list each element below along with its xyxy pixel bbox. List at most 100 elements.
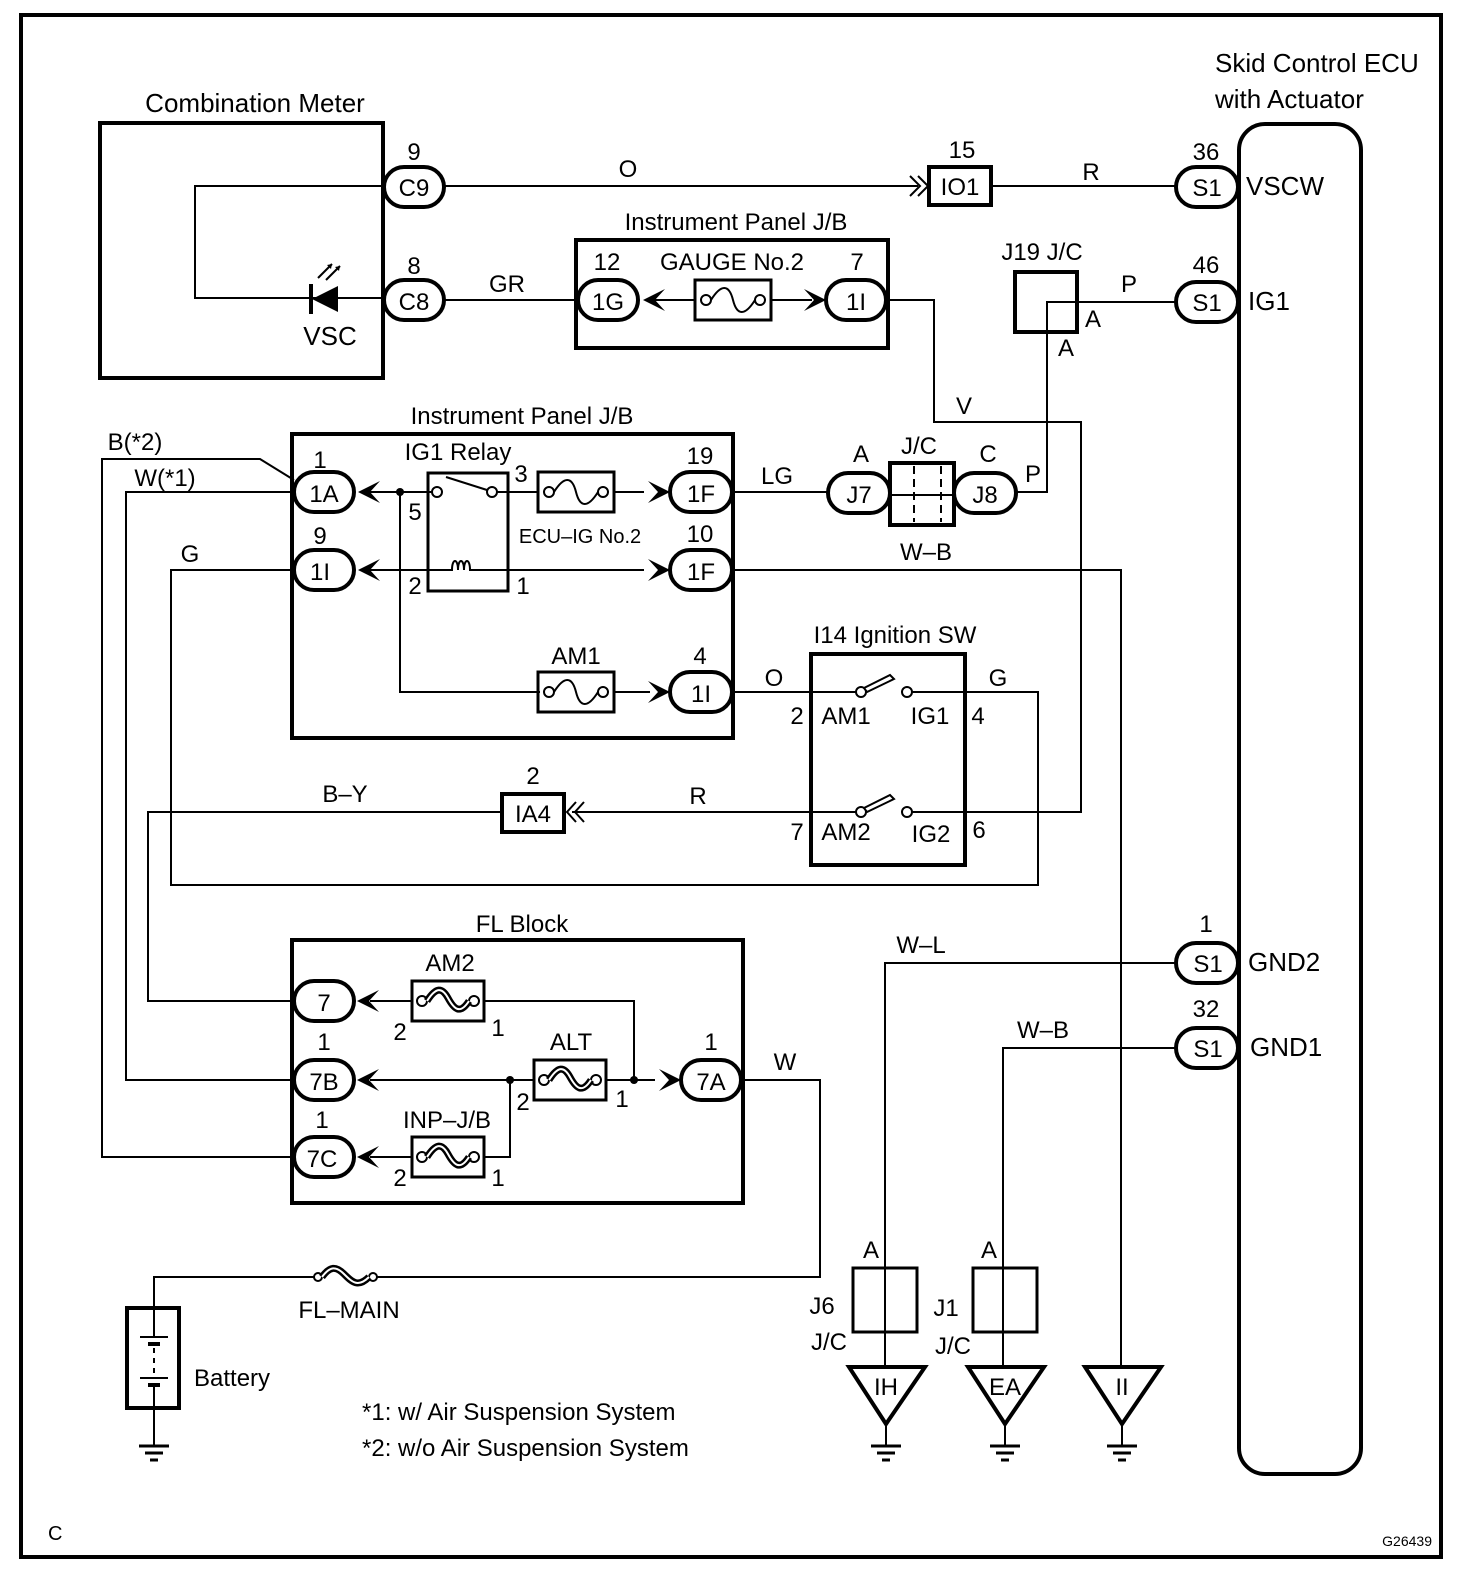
ecu-pin-gnd2: 1 S1 GND2 — [1174, 911, 1320, 985]
svg-text:W–B: W–B — [1017, 1017, 1069, 1044]
svg-text:7: 7 — [317, 990, 330, 1017]
fuse-fl-main-icon — [313, 1264, 378, 1287]
connector-ia4: 2 IA4 — [500, 763, 566, 834]
ip-jb-upper: Instrument Panel J/B 12 GAUGE No.2 7 1G … — [574, 209, 890, 350]
svg-text:S1: S1 — [1192, 175, 1221, 202]
svg-text:2: 2 — [790, 703, 803, 730]
svg-text:LG: LG — [761, 463, 793, 490]
fuse-alt-icon — [534, 1060, 606, 1100]
connector-1i-gauge: 1I — [824, 278, 888, 322]
svg-text:8: 8 — [407, 253, 420, 280]
svg-text:Instrument Panel J/B: Instrument Panel J/B — [411, 403, 634, 430]
svg-text:C8: C8 — [399, 289, 430, 316]
svg-text:J/C: J/C — [901, 433, 937, 460]
fuse-gauge-icon — [693, 278, 773, 322]
combination-meter-title: Combination Meter — [145, 88, 365, 118]
battery-label: Battery — [194, 1365, 270, 1392]
svg-text:4: 4 — [693, 643, 706, 670]
svg-text:10: 10 — [687, 521, 714, 548]
svg-text:AM2: AM2 — [821, 819, 870, 846]
ip-jb-lower: Instrument Panel J/B IG1 Relay 1 1A 9 1I… — [290, 403, 735, 740]
connector-1a: 1A — [292, 470, 356, 514]
svg-text:B(*2): B(*2) — [108, 429, 163, 456]
svg-text:15: 15 — [949, 137, 976, 164]
svg-text:AM1: AM1 — [821, 703, 870, 730]
svg-text:9: 9 — [407, 139, 420, 166]
connector-c8: 8 C8 — [382, 253, 446, 322]
fuse-am2-label: AM2 — [425, 950, 474, 977]
svg-text:1I: 1I — [691, 681, 711, 708]
ig1-relay-icon — [426, 471, 510, 593]
ground-ih: A J6 J/C IH — [809, 1237, 929, 1462]
svg-text:A: A — [863, 1237, 879, 1264]
svg-text:7: 7 — [850, 249, 863, 276]
svg-text:5: 5 — [408, 499, 421, 526]
ecu-pin-vscw: 36 S1 VSCW — [1174, 139, 1324, 209]
led-icon — [309, 263, 341, 314]
connector-c9: 9 C9 — [382, 139, 446, 209]
svg-text:O: O — [619, 156, 638, 183]
svg-text:1I: 1I — [310, 559, 330, 586]
svg-text:3: 3 — [514, 461, 527, 488]
diagram-border — [19, 13, 1443, 1559]
svg-text:IG1: IG1 — [911, 703, 950, 730]
fuse-ecu-ig-icon — [536, 470, 616, 514]
fl-block: FL Block 7 AM2 2 1 1 7B ALT 2 1 1 7A — [290, 911, 745, 1205]
svg-text:O: O — [765, 665, 784, 692]
svg-text:1A: 1A — [309, 481, 338, 508]
svg-text:R: R — [1082, 159, 1099, 186]
fuse-am1-label: AM1 — [551, 643, 600, 670]
svg-text:GND1: GND1 — [1250, 1032, 1322, 1062]
svg-text:32: 32 — [1193, 996, 1220, 1023]
svg-text:1: 1 — [1199, 911, 1212, 938]
fuse-gauge-label: GAUGE No.2 — [660, 249, 804, 276]
svg-text:1: 1 — [315, 1107, 328, 1134]
fl-main-label: FL–MAIN — [298, 1297, 399, 1324]
connector-1i-relay: 1I — [292, 548, 356, 592]
svg-text:2: 2 — [393, 1165, 406, 1192]
svg-text:P: P — [1025, 461, 1041, 488]
svg-text:1: 1 — [491, 1165, 504, 1192]
svg-text:1: 1 — [516, 573, 529, 600]
svg-text:7A: 7A — [696, 1069, 725, 1096]
fuse-ecu-ig-label: ECU–IG No.2 — [519, 526, 641, 548]
svg-text:2: 2 — [393, 1019, 406, 1046]
svg-text:B–Y: B–Y — [322, 781, 367, 808]
svg-text:C9: C9 — [399, 175, 430, 202]
svg-text:4: 4 — [971, 703, 984, 730]
fuse-am1-icon — [536, 670, 616, 714]
svg-text:FL Block: FL Block — [476, 911, 569, 938]
svg-text:7C: 7C — [307, 1146, 338, 1173]
svg-text:J/C: J/C — [935, 1333, 971, 1360]
svg-text:6: 6 — [972, 817, 985, 844]
svg-text:W: W — [774, 1049, 797, 1076]
svg-text:W–B: W–B — [900, 539, 952, 566]
svg-text:1G: 1G — [592, 289, 624, 316]
svg-text:Skid Control ECU: Skid Control ECU — [1215, 48, 1419, 78]
ground-ii: II — [1081, 1365, 1165, 1462]
connector-1f-19: 1F — [668, 470, 734, 514]
junction-j19: J19 J/C A A — [1001, 239, 1176, 493]
connector-fl-7a: 7A — [679, 1058, 743, 1102]
footnote-1: *1: w/ Air Suspension System — [362, 1399, 675, 1426]
svg-text:1F: 1F — [687, 559, 715, 586]
svg-text:J7: J7 — [846, 482, 871, 509]
svg-text:12: 12 — [594, 249, 621, 276]
fuse-inp-jb-label: INP–J/B — [403, 1107, 491, 1134]
svg-text:7: 7 — [790, 819, 803, 846]
svg-text:II: II — [1115, 1374, 1128, 1401]
svg-text:GND2: GND2 — [1248, 947, 1320, 977]
svg-text:1I: 1I — [846, 289, 866, 316]
skid-control-ecu: Skid Control ECU with Actuator 36 S1 VSC… — [1174, 48, 1419, 1476]
connector-fl-7: 7 — [292, 979, 356, 1023]
svg-text:J1: J1 — [933, 1295, 958, 1322]
combination-meter: Combination Meter VSC — [98, 88, 385, 380]
svg-text:9: 9 — [313, 523, 326, 550]
svg-text:S1: S1 — [1193, 951, 1222, 978]
svg-text:1: 1 — [491, 1015, 504, 1042]
svg-text:Instrument Panel J/B: Instrument Panel J/B — [625, 209, 848, 236]
svg-text:A: A — [1058, 335, 1074, 362]
svg-text:J19 J/C: J19 J/C — [1001, 239, 1082, 266]
junction-j7-j8: A J/C C J7 J8 — [826, 433, 1018, 527]
svg-text:IO1: IO1 — [941, 174, 980, 201]
